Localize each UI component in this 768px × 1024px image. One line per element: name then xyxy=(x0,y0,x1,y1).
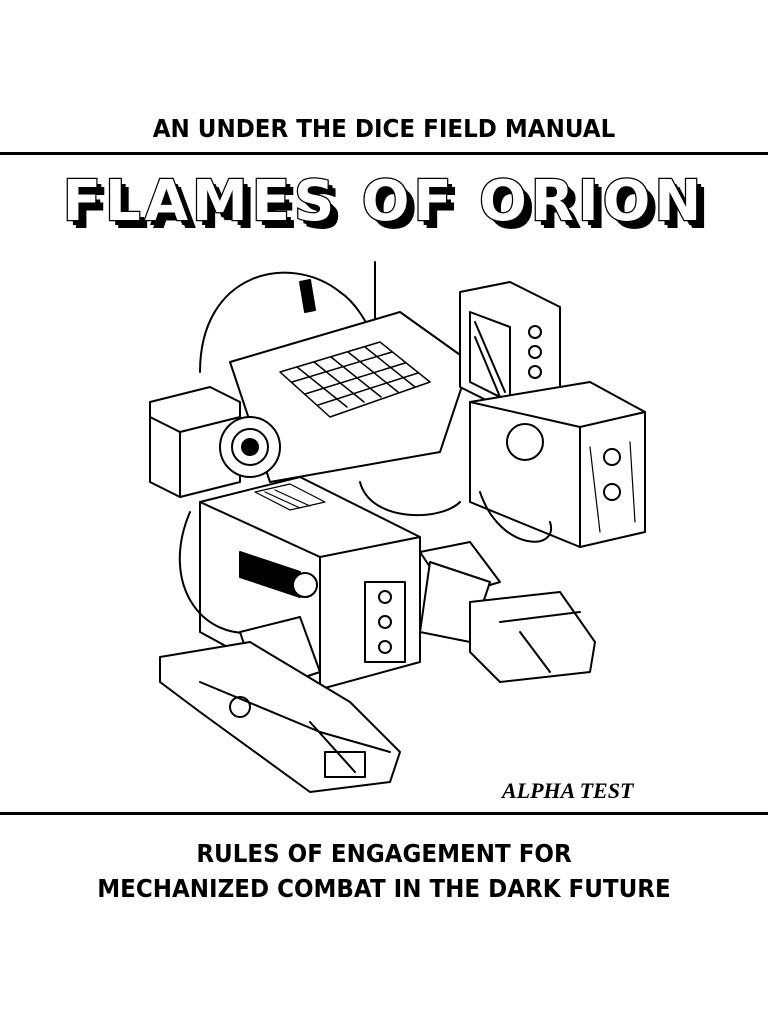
mech-walker-icon xyxy=(149,261,646,793)
title-block: FLAMES OF ORION FLAMES OF ORION FLAMES O… xyxy=(0,168,768,242)
bottom-divider xyxy=(0,812,768,815)
subtitle-line-1: RULES OF ENGAGEMENT FOR xyxy=(196,839,572,868)
top-divider xyxy=(0,152,768,155)
edition-label: ALPHA TEST xyxy=(502,778,634,803)
title-shadow: FLAMES OF ORION xyxy=(71,177,713,242)
title-shadow-2: FLAMES OF ORION xyxy=(68,174,710,239)
subtitle-line-2: MECHANIZED COMBAT IN THE DARK FUTURE xyxy=(97,874,671,903)
subtitle-block: RULES OF ENGAGEMENT FOR MECHANIZED COMBA… xyxy=(0,836,768,906)
manual-kicker: AN UNDER THE DICE FIELD MANUAL xyxy=(152,114,616,143)
page-title: FLAMES OF ORION xyxy=(63,169,705,234)
title-svg: FLAMES OF ORION FLAMES OF ORION FLAMES O… xyxy=(62,168,713,242)
